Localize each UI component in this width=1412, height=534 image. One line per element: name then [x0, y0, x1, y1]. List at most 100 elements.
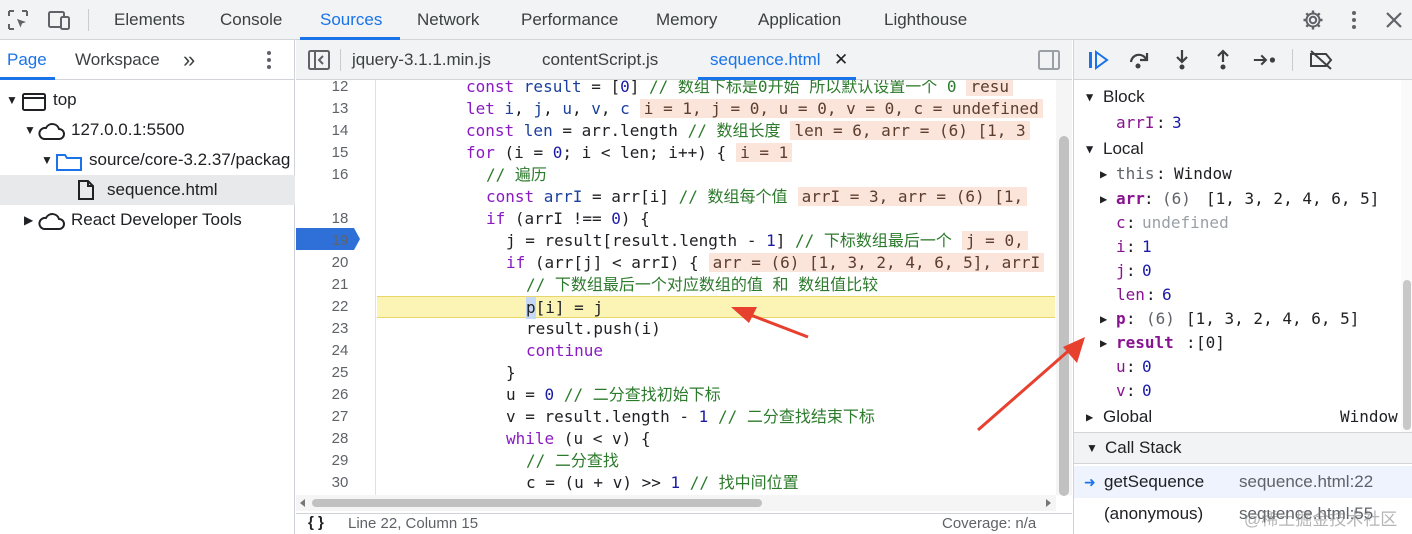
code-line-15: for (i = 0; i < len; i++) {i = 1 [377, 142, 1055, 164]
tree-item-top[interactable]: ▼ top [0, 85, 295, 115]
inspect-element-icon[interactable] [5, 7, 31, 33]
code-line-20: if (arr[j] < arrI) {arr = (6) [1, 3, 2, … [377, 252, 1055, 274]
code-area[interactable]: const result = [0] // 数组下标是0开始 所以默认设置一个 … [377, 80, 1055, 495]
tree-item-folder[interactable]: ▼ source/core-3.2.37/packag [0, 145, 295, 175]
scroll-left-icon[interactable] [299, 499, 307, 507]
deactivate-breakpoints-icon[interactable] [1308, 47, 1334, 73]
scope-var-i[interactable]: i : 1 [1116, 237, 1152, 256]
collapsed-triangle-icon[interactable]: ▶ [1100, 312, 1108, 326]
tree-item-file[interactable]: sequence.html [0, 175, 295, 205]
call-frame[interactable]: (anonymous) sequence.html:55 [1104, 504, 1374, 523]
line-number[interactable]: 19 [331, 232, 349, 249]
scope-var-result[interactable]: ▶ result : [0] [1074, 331, 1412, 355]
toggle-debugger-icon[interactable] [1038, 50, 1060, 75]
device-toolbar-icon[interactable] [46, 7, 72, 33]
scope-global-header[interactable]: ▶ Global Window [1074, 405, 1412, 429]
expand-triangle-icon[interactable]: ▼ [6, 93, 18, 107]
collapsed-triangle-icon[interactable]: ▶ [1086, 410, 1094, 424]
resume-icon[interactable] [1085, 47, 1111, 73]
tab-console[interactable]: Console [220, 10, 283, 29]
line-number[interactable]: 27 [331, 408, 349, 425]
line-number[interactable]: 22 [331, 298, 349, 315]
tree-item-extension[interactable]: ▶ React Developer Tools [0, 205, 295, 235]
file-tab-contentscript[interactable]: contentScript.js [542, 50, 659, 69]
line-number[interactable]: 15 [331, 144, 349, 161]
scrollbar-thumb[interactable] [1059, 136, 1069, 496]
scope-var-j[interactable]: j : 0 [1116, 261, 1152, 280]
scrollbar-thumb[interactable] [1403, 280, 1411, 430]
text-cursor: p [526, 297, 536, 319]
scope-local-header[interactable]: ▼ Local [1074, 137, 1412, 161]
step-icon[interactable] [1252, 47, 1278, 73]
tab-elements[interactable]: Elements [114, 10, 185, 29]
scope-var-arr[interactable]: ▶ arr : (6) [1, 3, 2, 4, 6, 5] [1074, 187, 1412, 211]
line-number-breakpoint[interactable]: 17 [331, 188, 349, 205]
scroll-right-icon[interactable] [1044, 499, 1052, 507]
scope-var-u[interactable]: u : 0 [1116, 357, 1152, 376]
expand-triangle-icon[interactable]: ▼ [1086, 441, 1098, 455]
scope-block-header[interactable]: ▼ Block [1074, 85, 1412, 109]
line-number[interactable]: 30 [331, 474, 349, 491]
more-options-icon[interactable] [1341, 7, 1367, 33]
line-number[interactable]: 29 [331, 452, 349, 469]
scope-var-this[interactable]: ▶ this : Window [1074, 162, 1412, 186]
code-line-26: u = 0 // 二分查找初始下标 [506, 385, 721, 404]
navtab-workspace[interactable]: Workspace [75, 50, 160, 69]
line-number[interactable]: 12 [331, 78, 349, 95]
step-into-icon[interactable] [1169, 47, 1195, 73]
toggle-navigator-icon[interactable] [308, 50, 330, 75]
line-number[interactable]: 28 [331, 430, 349, 447]
expand-triangle-icon[interactable]: ▼ [1086, 90, 1094, 104]
breakpoint-marker[interactable] [296, 228, 360, 250]
collapsed-triangle-icon[interactable]: ▶ [1100, 167, 1108, 181]
file-tab-jquery[interactable]: jquery-3.1.1.min.js [352, 50, 491, 69]
expand-triangle-icon[interactable]: ▼ [24, 123, 36, 137]
more-tabs-chevron-icon[interactable]: » [183, 47, 196, 72]
file-tab-sequence[interactable]: sequence.html [710, 50, 821, 69]
expand-triangle-icon[interactable]: ▼ [1086, 142, 1094, 156]
step-over-icon[interactable] [1126, 47, 1152, 73]
scope-var-p[interactable]: ▶ p : (6) [1, 3, 2, 4, 6, 5] [1074, 307, 1412, 331]
scrollbar-thumb[interactable] [312, 499, 762, 507]
call-frame-current[interactable]: ➜ getSequence sequence.html:22 [1074, 466, 1412, 498]
line-number[interactable]: 13 [331, 100, 349, 117]
line-number[interactable]: 14 [331, 122, 349, 139]
navigator-menu-icon[interactable] [266, 50, 272, 75]
line-number[interactable]: 23 [331, 320, 349, 337]
scope-var-len[interactable]: len : 6 [1116, 285, 1172, 304]
line-number[interactable]: 26 [331, 386, 349, 403]
tab-memory[interactable]: Memory [656, 10, 718, 29]
pretty-print-icon[interactable]: { } [308, 514, 324, 531]
line-number[interactable]: 20 [331, 254, 349, 271]
navtab-page[interactable]: Page [7, 50, 47, 69]
line-number[interactable]: 21 [331, 276, 349, 293]
close-devtools-icon[interactable] [1381, 7, 1407, 33]
tab-lighthouse[interactable]: Lighthouse [884, 10, 968, 29]
line-number[interactable]: 16 [331, 166, 349, 183]
line-number[interactable]: 24 [331, 342, 349, 359]
tab-application[interactable]: Application [758, 10, 842, 29]
debugger-scrollbar[interactable] [1401, 80, 1412, 432]
line-number[interactable]: 25 [331, 364, 349, 381]
tab-performance[interactable]: Performance [521, 10, 619, 29]
line-number[interactable]: 18 [331, 210, 349, 227]
tab-sources[interactable]: Sources [320, 10, 383, 29]
collapsed-triangle-icon[interactable]: ▶ [24, 213, 34, 227]
tree-item-host[interactable]: ▼ 127.0.0.1:5500 [0, 115, 295, 145]
collapsed-triangle-icon[interactable]: ▶ [1100, 336, 1108, 350]
editor-vertical-scrollbar[interactable] [1056, 80, 1072, 496]
call-stack-header[interactable]: ▼ Call Stack [1074, 432, 1412, 464]
expand-triangle-icon[interactable]: ▼ [41, 153, 53, 167]
tab-network[interactable]: Network [417, 10, 480, 29]
folder-icon [56, 151, 82, 175]
settings-gear-icon[interactable] [1300, 7, 1326, 33]
collapsed-triangle-icon[interactable]: ▶ [1100, 192, 1108, 206]
step-out-icon[interactable] [1210, 47, 1236, 73]
editor-horizontal-scrollbar[interactable] [296, 495, 1056, 511]
toolbar-divider [88, 9, 89, 31]
scope-var-arri[interactable]: arrI : 3 [1116, 113, 1182, 132]
close-tab-icon[interactable]: ✕ [834, 50, 849, 69]
scope-var-v[interactable]: v : 0 [1116, 381, 1152, 400]
line-number-gutter[interactable]: 12 13 14 15 16 17 18 19 20 21 22 23 24 2… [296, 78, 376, 495]
scope-var-c[interactable]: c : undefined [1116, 213, 1229, 232]
